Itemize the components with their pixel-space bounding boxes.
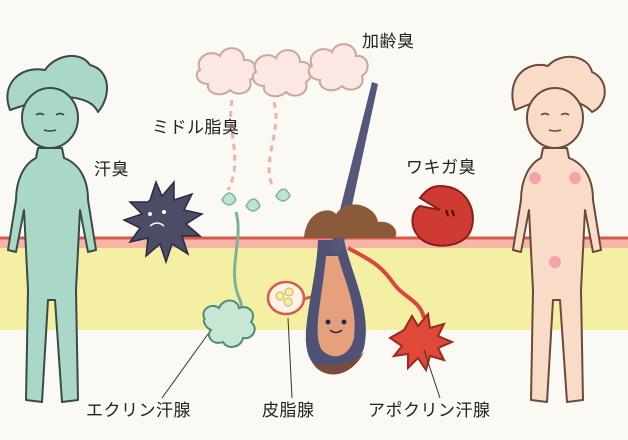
odor-cloud-icon	[307, 43, 369, 92]
left-figure-body	[7, 147, 97, 403]
red-blob-icon	[411, 184, 474, 247]
sebum-mound	[304, 204, 397, 238]
left-figure	[6, 55, 109, 403]
right-figure-body	[512, 147, 602, 403]
apocrine-duct	[347, 246, 426, 319]
odor-trails	[226, 99, 278, 191]
right-figure-spots	[529, 172, 581, 268]
eccrine-gland-coil	[202, 299, 256, 348]
apocrine-gland-coil	[388, 311, 455, 373]
label-sweat-odor: 汗臭	[94, 160, 129, 180]
right-figure-face	[540, 112, 570, 132]
leader-lines	[161, 317, 441, 399]
hair-root-cap	[312, 352, 364, 375]
left-figure-head	[21, 87, 79, 149]
label-middle-odor: ミドル脂臭	[152, 118, 240, 138]
label-armpit-odor: ワキガ臭	[406, 158, 476, 178]
hair-follicle-face	[325, 319, 347, 334]
odor-cloud-icon	[195, 47, 257, 96]
skin-surface-band	[0, 238, 628, 248]
sebaceous-bubbles	[275, 287, 294, 307]
odor-cloud-icon	[251, 49, 313, 98]
right-figure	[511, 55, 606, 403]
spiky-germ-icon	[122, 179, 204, 265]
right-figure-head	[526, 87, 584, 149]
sweat-droplets	[221, 188, 291, 212]
label-eccrine-gland: エクリン汗腺	[86, 401, 191, 421]
label-sebaceous-gland: 皮脂腺	[262, 401, 315, 421]
left-figure-face	[35, 112, 65, 132]
label-aging-odor: 加齢臭	[362, 32, 415, 52]
label-apocrine-gland: アポクリン汗腺	[368, 401, 491, 421]
hair-follicle-inner	[317, 256, 355, 357]
